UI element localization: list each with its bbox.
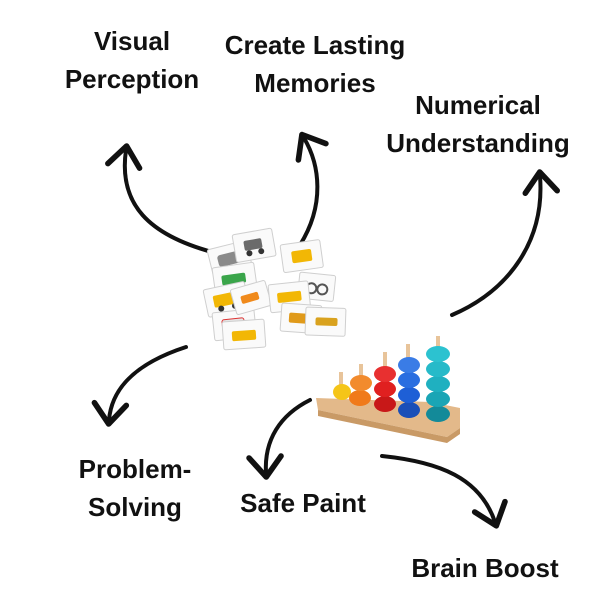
- arrow-to-visual-perception: [105, 143, 214, 254]
- arrow-to-brain-boost: [380, 454, 508, 529]
- label-create-lasting-memories-line2: Memories: [254, 68, 376, 98]
- label-visual-perception-line1: Visual: [93, 26, 171, 56]
- arrow-to-create-lasting-memories: [295, 131, 329, 247]
- label-create-lasting-memories: Create Lasting Memories: [220, 26, 410, 102]
- arrow-to-safe-paint: [246, 398, 312, 480]
- label-create-lasting-memories-line1: Create Lasting: [224, 30, 406, 60]
- label-numerical-understanding: Numerical Understanding: [378, 86, 578, 162]
- label-problem-solving-line2: Solving: [88, 492, 182, 522]
- label-visual-perception-line2: Perception: [64, 64, 200, 94]
- label-numerical-understanding-line1: Numerical: [415, 90, 541, 120]
- label-visual-perception: Visual Perception: [62, 22, 202, 98]
- label-numerical-understanding-line2: Understanding: [386, 128, 570, 158]
- label-brain-boost: Brain Boost: [411, 553, 559, 583]
- arrow-to-problem-solving: [91, 345, 188, 427]
- label-problem-solving-line1: Problem-: [78, 454, 192, 484]
- label-problem-solving: Problem- Solving: [60, 450, 210, 526]
- stacking-toy-illustration: [316, 336, 460, 443]
- arrow-to-numerical-understanding: [450, 169, 560, 317]
- picture-cards-illustration: [202, 227, 347, 351]
- label-safe-paint: Safe Paint: [240, 488, 366, 518]
